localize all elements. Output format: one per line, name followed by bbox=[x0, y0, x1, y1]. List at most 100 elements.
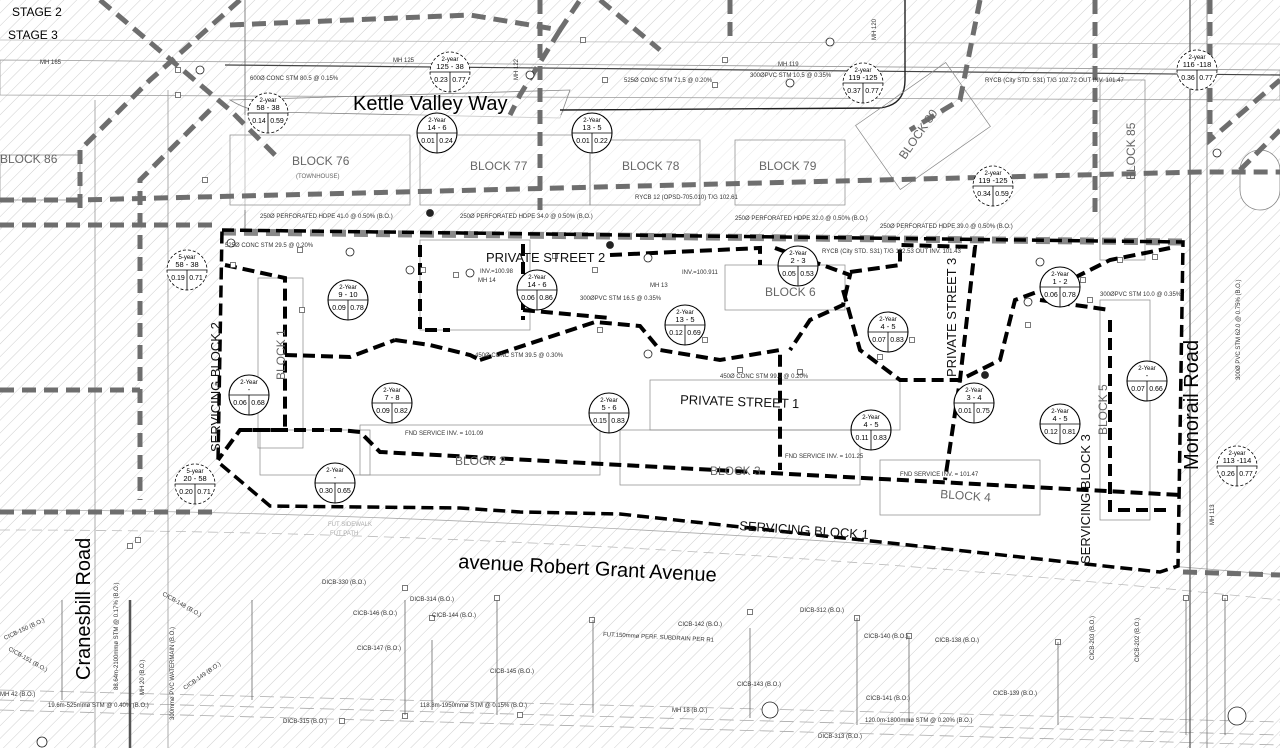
annotation: CICB-141 (B.O.) bbox=[866, 696, 910, 702]
catchment-period: 2-year bbox=[441, 57, 458, 63]
catchment-period: 2-Year bbox=[676, 310, 693, 316]
catchment-period: 2-Year bbox=[583, 118, 600, 124]
road-label-cranesbill-road: Cranesbill Road bbox=[73, 538, 95, 680]
catchment-period: 2-Year bbox=[879, 317, 896, 323]
annotation: RYCB (City STD. S31) T/G 102.72 OUT INV.… bbox=[985, 78, 1125, 84]
catch-basin-icon bbox=[1152, 254, 1158, 260]
catch-basin-icon bbox=[712, 82, 718, 88]
catchment-period: 2-Year bbox=[600, 398, 617, 404]
catch-basin-icon bbox=[494, 595, 500, 601]
catchment-period: 2-Year bbox=[326, 468, 343, 474]
private-street-1-label: PRIVATE STREET 1 bbox=[680, 392, 800, 411]
annotation: FUT SIDEWALK bbox=[328, 522, 372, 528]
block-78-label: BLOCK 78 bbox=[622, 159, 680, 173]
annotation: CICB-146 (B.O.) bbox=[353, 611, 397, 617]
runoff-coefficient: 0.36 bbox=[1181, 75, 1195, 82]
catchment-id: - bbox=[1146, 371, 1149, 380]
runoff-coefficient: 0.23 bbox=[434, 77, 448, 84]
runoff-coefficient: 0.30 bbox=[319, 488, 333, 495]
catch-basin-icon bbox=[797, 369, 803, 375]
annotation: 88.64m-2100mmø STM @ 0.17% (B.O.) bbox=[114, 583, 120, 690]
catch-basin-icon bbox=[402, 585, 408, 591]
annotation: 450Ø CONC STM 99.0 @ 0.20% bbox=[720, 374, 809, 380]
annotation: MH 122 bbox=[514, 58, 520, 80]
annotation: RYCB 12 (OPSD-705.010) T/G 102.61 bbox=[635, 195, 738, 201]
catch-basin-icon bbox=[1117, 257, 1123, 263]
annotation: CICB-142 (B.O.) bbox=[678, 622, 722, 628]
block-4-label: BLOCK 4 bbox=[940, 487, 992, 505]
runoff-coefficient: 0.06 bbox=[233, 400, 247, 407]
runoff-coefficient: 0.14 bbox=[252, 118, 266, 125]
runoff-coefficient: 0.09 bbox=[332, 305, 346, 312]
catchment-id: 58 - 38 bbox=[256, 103, 279, 112]
catchment-area: 0.77 bbox=[452, 77, 466, 84]
stage-3-label: STAGE 3 bbox=[8, 28, 58, 42]
annotation: CICB-145 (B.O.) bbox=[490, 669, 534, 675]
servicing-block-3-label: SERVICING BLOCK 3 bbox=[1078, 434, 1093, 564]
runoff-coefficient: 0.06 bbox=[1044, 292, 1058, 299]
catch-basin-icon bbox=[1183, 595, 1189, 601]
catchment-id: 4 - 5 bbox=[1052, 414, 1067, 423]
annotation: DICB-315 (B.O.) bbox=[283, 719, 327, 725]
catchment-area: 0.68 bbox=[251, 400, 265, 407]
block-1-label: BLOCK 1 bbox=[274, 329, 288, 380]
catch-basin-icon bbox=[592, 267, 598, 273]
annotation: MH 14 bbox=[478, 278, 496, 284]
south-leader-lines bbox=[61, 598, 1226, 748]
block-79-label: BLOCK 79 bbox=[759, 159, 817, 173]
annotation: MH 13 bbox=[650, 283, 668, 289]
catch-basin-icon bbox=[580, 37, 586, 43]
private-street-3-label: PRIVATE STREET 3 bbox=[944, 258, 959, 377]
annotation: DICB-330 (B.O.) bbox=[322, 580, 366, 586]
runoff-coefficient: 0.12 bbox=[669, 330, 683, 337]
catchment-period: 2-year bbox=[1188, 55, 1205, 61]
block-77-label: BLOCK 77 bbox=[470, 159, 528, 173]
catchment-area: 0.22 bbox=[594, 138, 608, 145]
catchment-id: 2 - 3 bbox=[790, 256, 805, 265]
catchment-period: 2-Year bbox=[240, 380, 257, 386]
catchment-period: 5-year bbox=[186, 469, 203, 475]
runoff-coefficient: 0.05 bbox=[782, 271, 796, 278]
catchment-area: 0.65 bbox=[337, 488, 351, 495]
catchment-period: 2-Year bbox=[1138, 366, 1155, 372]
catchment-area: 0.59 bbox=[270, 118, 284, 125]
catchment-area: 0.69 bbox=[687, 330, 701, 337]
catch-basin-icon bbox=[517, 712, 523, 718]
annotation: CICB-138 (B.O.) bbox=[935, 638, 979, 644]
annotation: FND SERVICE INV. = 101.47 bbox=[900, 472, 979, 478]
catch-basins bbox=[127, 37, 1228, 724]
catchment-id: 14 - 6 bbox=[427, 123, 446, 132]
catch-basin-icon bbox=[453, 272, 459, 278]
annotation: FND SERVICE INV. = 101.25 bbox=[785, 454, 864, 460]
private-street-2-label: PRIVATE STREET 2 bbox=[486, 250, 605, 265]
block-6-label: BLOCK 6 bbox=[765, 285, 816, 299]
catchment-area: 0.75 bbox=[976, 408, 990, 415]
annotation: 300mmø PVC WATERMAIN (B.O.) bbox=[170, 627, 176, 720]
runoff-coefficient: 0.06 bbox=[521, 295, 535, 302]
catchment-period: 2-Year bbox=[528, 275, 545, 281]
catch-basin-icon bbox=[297, 247, 303, 253]
site-parcel bbox=[218, 230, 1183, 572]
catch-basin-icon bbox=[589, 617, 595, 623]
catchment-id: 5 - 6 bbox=[601, 403, 616, 412]
pipe-annotations: 600Ø CONC STM 80.5 @ 0.15% 525Ø CONC STM… bbox=[40, 18, 1242, 537]
catchment-area: 0.83 bbox=[873, 435, 887, 442]
catch-basin-icon bbox=[1025, 322, 1031, 328]
annotation: 118.8m-1950mmø STM @ 0.15% (B.O.) bbox=[420, 703, 527, 709]
catchment-id: 119 -125 bbox=[848, 73, 877, 82]
catch-basin-icon bbox=[747, 609, 753, 615]
catchment-area: 0.81 bbox=[1062, 429, 1076, 436]
catchment-id: 13 - 5 bbox=[582, 123, 601, 132]
annotation: INV.=100.98 bbox=[480, 269, 514, 275]
annotation: 250Ø PERFORATED HDPE 39.0 @ 0.50% (B.O.) bbox=[880, 224, 1013, 230]
annotation: MH 42 (B.O.) bbox=[0, 692, 35, 698]
catch-basin-icon bbox=[339, 718, 345, 724]
catchment-id: 116 -118 bbox=[1183, 60, 1212, 69]
stage-2-label: STAGE 2 bbox=[12, 5, 62, 19]
